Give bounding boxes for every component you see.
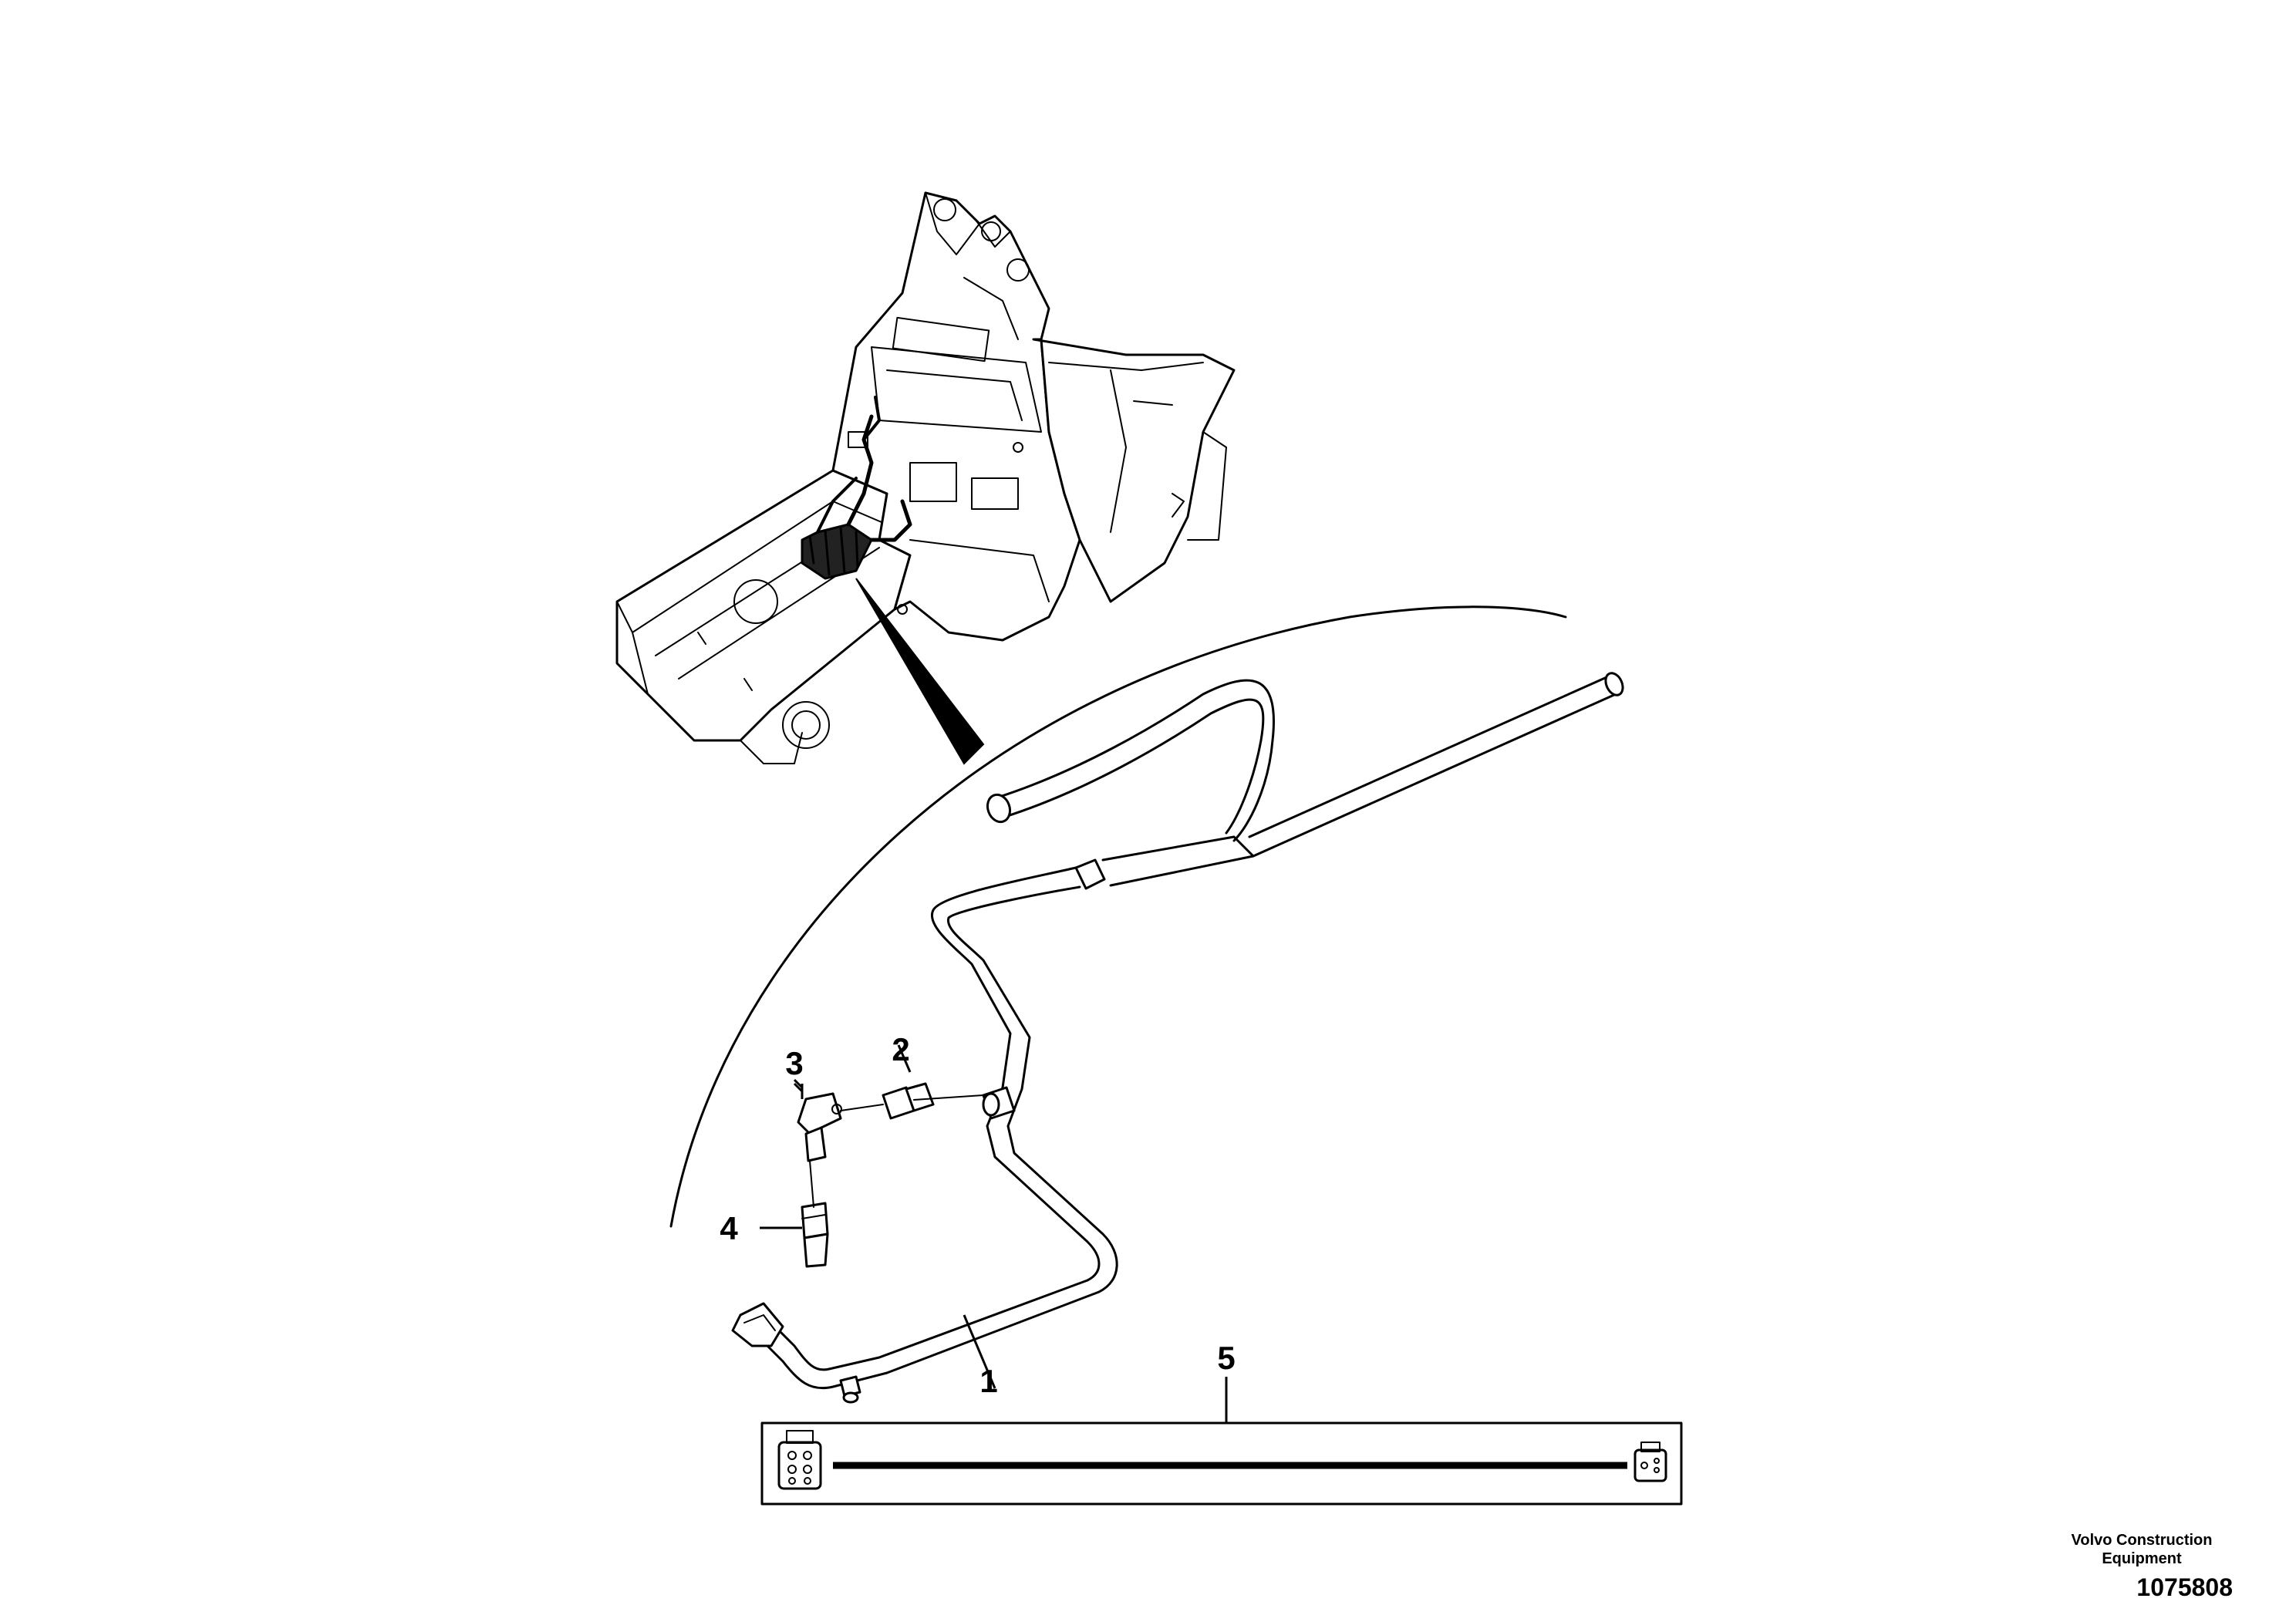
part-1-pipe-assembly <box>731 672 1624 1404</box>
track-frame <box>615 469 912 742</box>
brand-label: Volvo Construction Equipment <box>2041 1531 2242 1568</box>
part-4-sensor <box>801 1160 829 1268</box>
part-5-harness <box>760 1421 1683 1506</box>
part-2-adapter <box>840 1082 984 1120</box>
valve-cluster-detail <box>801 396 912 580</box>
detail-pointer <box>855 578 985 765</box>
callout-1: 1 <box>979 1363 997 1399</box>
callout-3: 3 <box>785 1045 803 1081</box>
drawing-number: 1075808 <box>2136 1573 2233 1601</box>
callout-2: 2 <box>892 1031 909 1067</box>
machine-frame-overview <box>615 191 1236 765</box>
callout-leaders <box>760 1044 1228 1423</box>
brand-line-1: Volvo Construction <box>2071 1532 2213 1549</box>
brand-line-2: Equipment <box>2102 1550 2182 1567</box>
callout-5: 5 <box>1217 1340 1235 1376</box>
counterweight-block <box>1032 338 1236 603</box>
callout-4: 4 <box>720 1210 738 1246</box>
part-3-elbow <box>797 1092 842 1162</box>
detail-boundary-arc <box>669 605 1567 1228</box>
